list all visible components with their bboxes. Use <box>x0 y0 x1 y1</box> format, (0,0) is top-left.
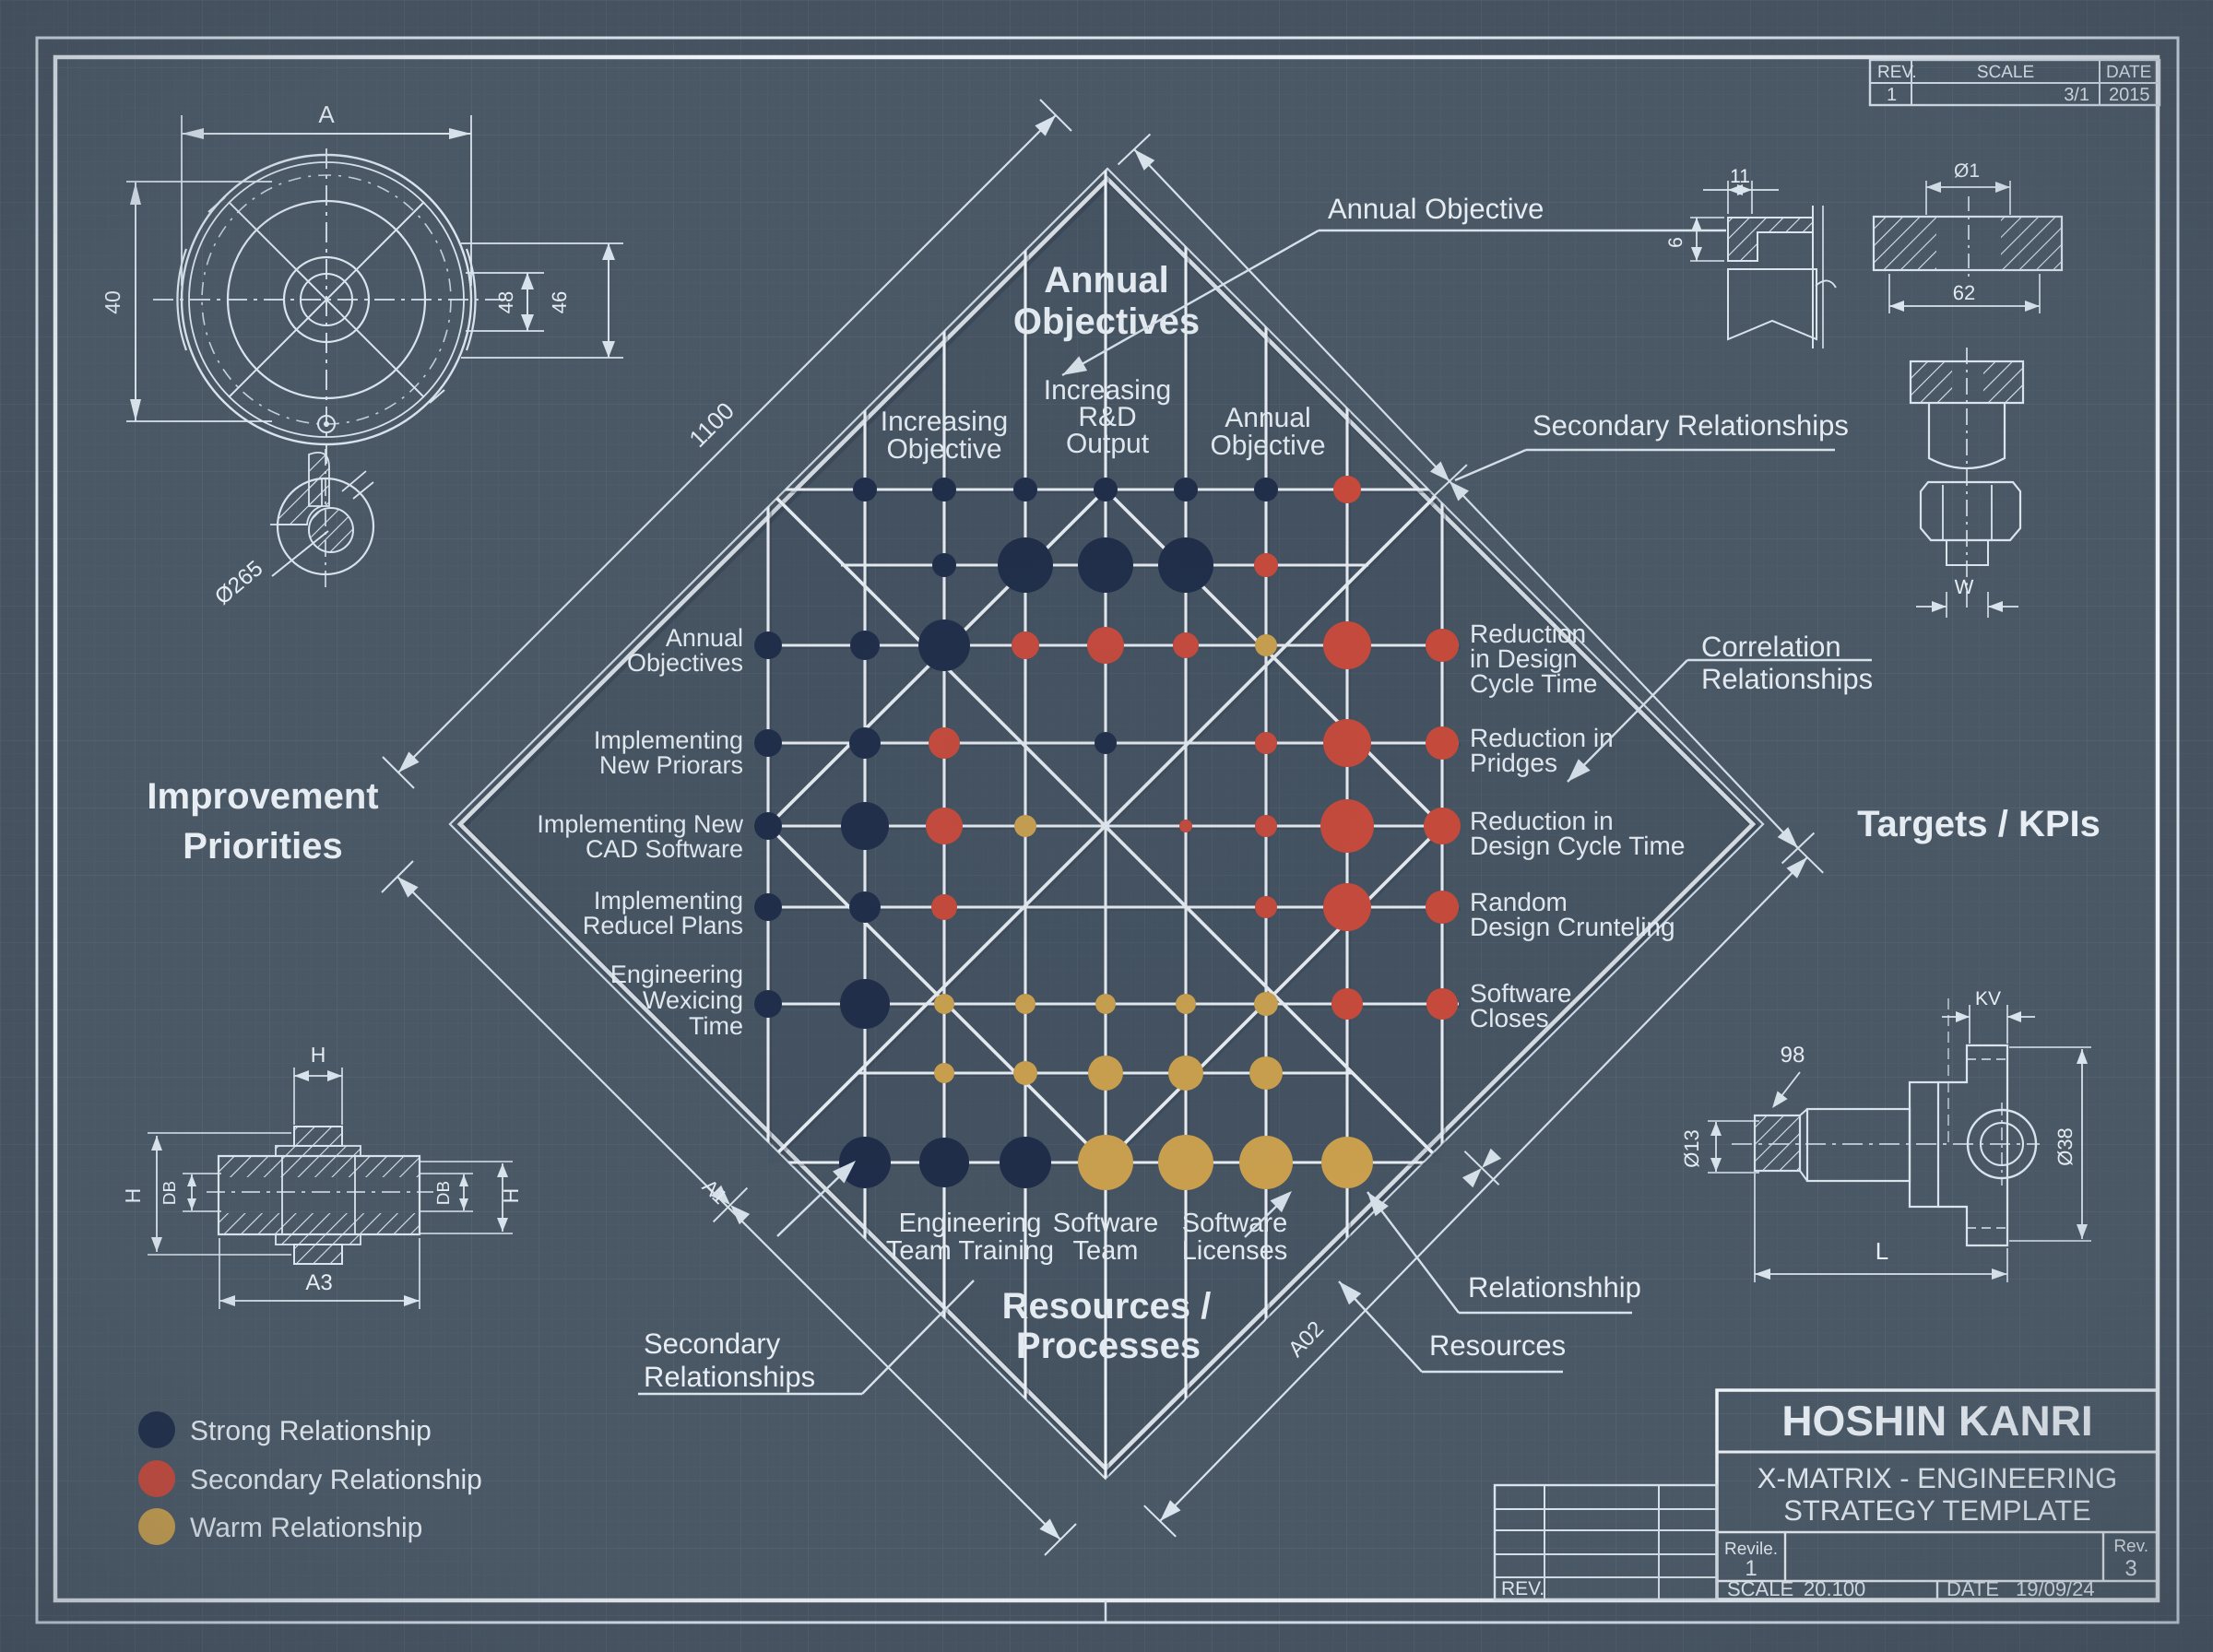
svg-text:Processes: Processes <box>1016 1326 1201 1366</box>
svg-text:62: 62 <box>1953 281 1975 304</box>
svg-text:Software: Software <box>1053 1209 1158 1238</box>
svg-text:20.100: 20.100 <box>1804 1577 1865 1600</box>
svg-text:A: A <box>318 100 335 128</box>
svg-text:DATE: DATE <box>1947 1577 1999 1600</box>
svg-text:Ø13: Ø13 <box>1680 1129 1703 1168</box>
svg-text:Annual: Annual <box>1044 260 1169 301</box>
svg-text:Relationships: Relationships <box>1701 663 1873 695</box>
svg-text:Relationshhip: Relationshhip <box>1468 1271 1641 1304</box>
svg-text:Engineering: Engineering <box>610 961 743 988</box>
svg-text:Secondary: Secondary <box>644 1328 781 1360</box>
svg-text:Implementing: Implementing <box>594 726 743 754</box>
svg-text:HOSHIN KANRI: HOSHIN KANRI <box>1781 1397 2092 1445</box>
svg-text:STRATEGY TEMPLATE: STRATEGY TEMPLATE <box>1783 1494 2091 1527</box>
svg-text:Cycle Time: Cycle Time <box>1470 669 1597 698</box>
svg-text:19/09/24: 19/09/24 <box>2016 1577 2095 1600</box>
svg-text:6: 6 <box>1665 237 1686 248</box>
svg-text:Annual: Annual <box>666 624 743 652</box>
svg-text:Licenses: Licenses <box>1182 1236 1287 1266</box>
svg-text:H: H <box>121 1188 145 1204</box>
svg-text:H: H <box>311 1043 326 1067</box>
svg-text:Warm Relationship: Warm Relationship <box>190 1513 422 1543</box>
svg-text:DATE: DATE <box>2106 63 2151 82</box>
svg-text:Objectives: Objectives <box>1013 301 1200 342</box>
svg-text:48: 48 <box>494 291 517 313</box>
svg-text:46: 46 <box>548 291 571 313</box>
svg-text:New Priorars: New Priorars <box>599 751 743 779</box>
svg-text:Increasing: Increasing <box>881 407 1008 437</box>
svg-text:11: 11 <box>1730 166 1750 187</box>
svg-text:Output: Output <box>1066 429 1150 459</box>
svg-text:DB: DB <box>160 1181 180 1205</box>
svg-text:Ø38: Ø38 <box>2053 1127 2077 1166</box>
svg-text:Team Training: Team Training <box>886 1236 1054 1266</box>
svg-text:Correlation: Correlation <box>1701 631 1841 663</box>
svg-text:Time: Time <box>689 1012 743 1040</box>
svg-text:A3: A3 <box>305 1270 332 1295</box>
svg-text:Relationships: Relationships <box>644 1361 815 1393</box>
svg-text:Objective: Objective <box>886 434 1001 465</box>
svg-text:Improvement: Improvement <box>147 776 378 817</box>
svg-text:Resources /: Resources / <box>1002 1286 1212 1327</box>
svg-text:1: 1 <box>1887 85 1897 105</box>
svg-text:2015: 2015 <box>2109 85 2150 105</box>
svg-text:3/1: 3/1 <box>2064 85 2089 105</box>
svg-text:Priorities: Priorities <box>183 826 342 867</box>
svg-text:98: 98 <box>1781 1043 1805 1068</box>
svg-text:Secondary Relationship: Secondary Relationship <box>190 1465 482 1495</box>
svg-text:Design Cycle Time: Design Cycle Time <box>1470 832 1685 860</box>
svg-text:Implementing: Implementing <box>594 887 743 914</box>
svg-text:Objective: Objective <box>1210 431 1325 461</box>
svg-text:Secondary Relationships: Secondary Relationships <box>1533 409 1849 442</box>
svg-text:Team: Team <box>1073 1236 1139 1266</box>
svg-text:REV.: REV. <box>1877 63 1917 82</box>
svg-text:Software: Software <box>1182 1209 1287 1238</box>
svg-text:Reducel Plans: Reducel Plans <box>583 912 743 939</box>
svg-text:Engineering: Engineering <box>899 1209 1042 1238</box>
svg-text:H: H <box>499 1188 523 1204</box>
svg-text:3: 3 <box>2124 1556 2136 1581</box>
svg-text:L: L <box>1876 1237 1888 1265</box>
svg-text:SCALE: SCALE <box>1727 1577 1793 1600</box>
svg-text:Objectives: Objectives <box>627 649 743 677</box>
svg-text:Rev.: Rev. <box>2113 1537 2148 1556</box>
svg-text:Implementing New: Implementing New <box>537 810 743 838</box>
svg-text:CAD Software: CAD Software <box>586 835 743 863</box>
svg-text:40: 40 <box>101 290 124 314</box>
svg-text:Targets / KPIs: Targets / KPIs <box>1857 804 2101 844</box>
svg-text:Resources: Resources <box>1429 1329 1566 1362</box>
svg-text:Strong Relationship: Strong Relationship <box>190 1416 432 1446</box>
svg-text:Wexicing: Wexicing <box>643 986 743 1014</box>
svg-text:DB: DB <box>434 1181 454 1205</box>
svg-text:KV: KV <box>1975 988 2001 1009</box>
svg-text:Ø1: Ø1 <box>1954 160 1980 182</box>
svg-text:W: W <box>1955 575 1974 598</box>
svg-text:Annual: Annual <box>1225 403 1310 433</box>
svg-text:Annual Objective: Annual Objective <box>1328 193 1544 225</box>
svg-text:Design Crunteling: Design Crunteling <box>1470 913 1675 941</box>
svg-text:Closes: Closes <box>1470 1004 1549 1032</box>
svg-text:Pridges: Pridges <box>1470 749 1557 777</box>
svg-text:SCALE: SCALE <box>1977 63 2034 82</box>
svg-text:X-MATRIX - ENGINEERING: X-MATRIX - ENGINEERING <box>1757 1462 2117 1494</box>
svg-text:REV.: REV. <box>1501 1578 1544 1599</box>
